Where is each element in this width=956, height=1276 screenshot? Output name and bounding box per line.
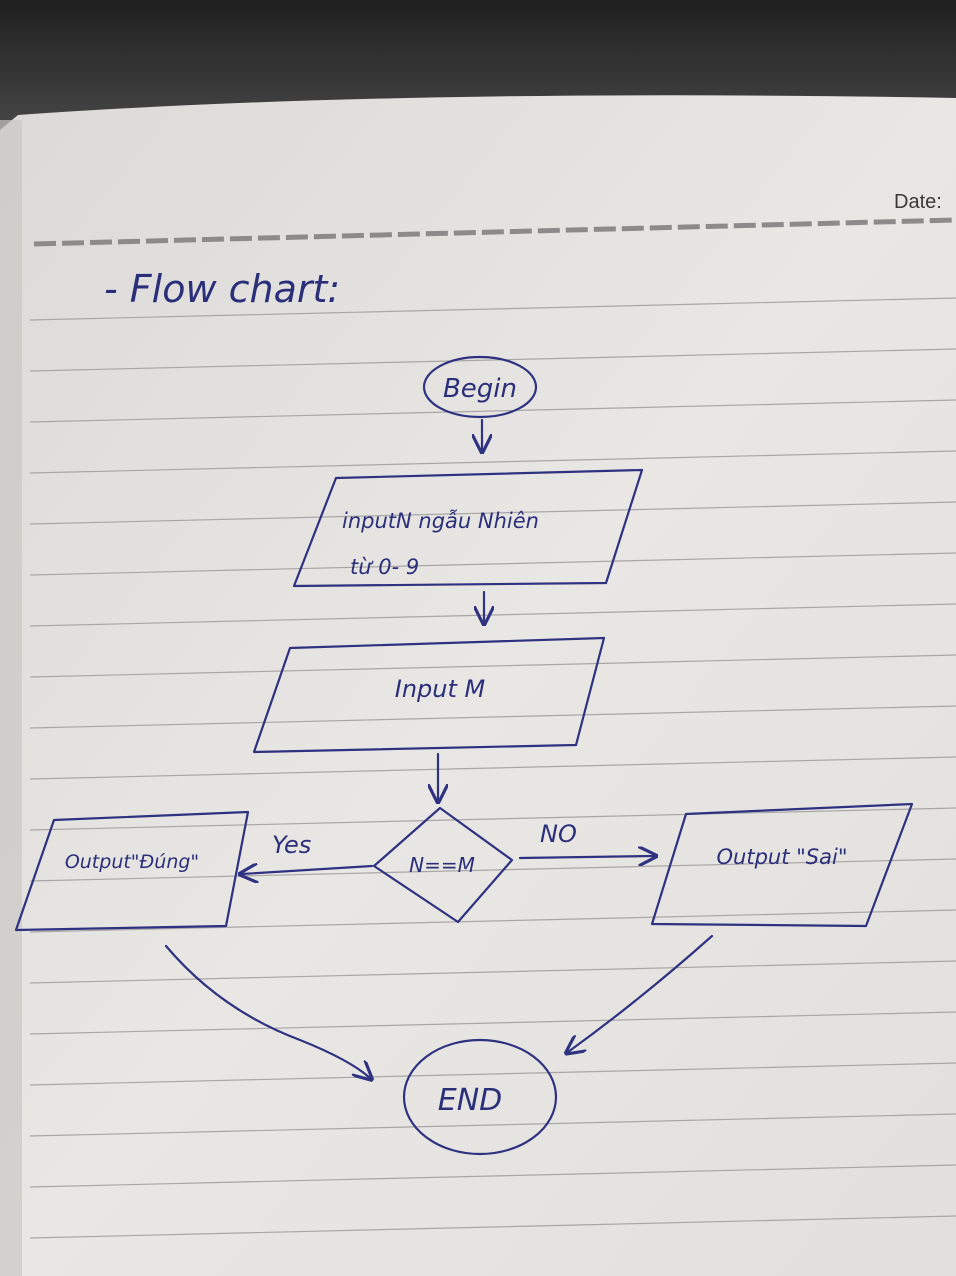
ruled-line [29, 348, 956, 372]
arrow-output-no-to-end [568, 934, 714, 1052]
no-label: NO [540, 820, 577, 848]
ruled-line [29, 399, 956, 423]
ruled-line [29, 909, 956, 933]
end-terminator [402, 1038, 558, 1156]
ruled-line [29, 1011, 956, 1035]
decision-label: N==M [409, 853, 475, 877]
ruled-line [29, 552, 956, 576]
output-yes-label: Output"Đúng" [65, 851, 199, 873]
input-n-label-line2: từ 0- 9 [350, 555, 419, 579]
ruled-line [29, 1113, 956, 1137]
input-n-label-line1: inputN ngẫu Nhiên [342, 508, 539, 533]
decision-diamond [372, 806, 514, 924]
ruled-line [29, 654, 956, 678]
ruled-line [29, 705, 956, 729]
ruled-line [29, 501, 956, 525]
input-m-box [252, 636, 606, 754]
arrow-no [518, 856, 654, 858]
ruled-line [29, 1164, 956, 1188]
header-dashed-line [33, 217, 956, 247]
ruled-line [29, 1215, 956, 1239]
ruled-line [29, 1062, 956, 1086]
ruled-line [29, 960, 956, 984]
date-label: Date: [894, 191, 942, 213]
begin-label: Begin [443, 374, 517, 404]
ruled-line [29, 297, 956, 321]
page-edge [0, 120, 22, 1276]
yes-label: Yes [272, 831, 311, 859]
input-n-box [292, 468, 644, 588]
ruled-line [29, 756, 956, 780]
ruled-line [29, 858, 956, 882]
arrow-output-yes-to-end [164, 944, 370, 1078]
end-label: END [438, 1083, 503, 1118]
ruled-line [29, 807, 956, 831]
notebook-page [0, 95, 956, 1276]
output-no-label: Output "Sai" [717, 845, 848, 869]
ruled-line [29, 450, 956, 474]
begin-terminator [422, 355, 538, 419]
output-no-box [650, 802, 914, 928]
output-yes-box [14, 810, 250, 932]
ruled-lines [29, 297, 956, 1239]
arrow-yes [242, 866, 374, 874]
page-heading: - Flow chart: [104, 267, 340, 311]
input-m-label: Input M [395, 675, 486, 703]
